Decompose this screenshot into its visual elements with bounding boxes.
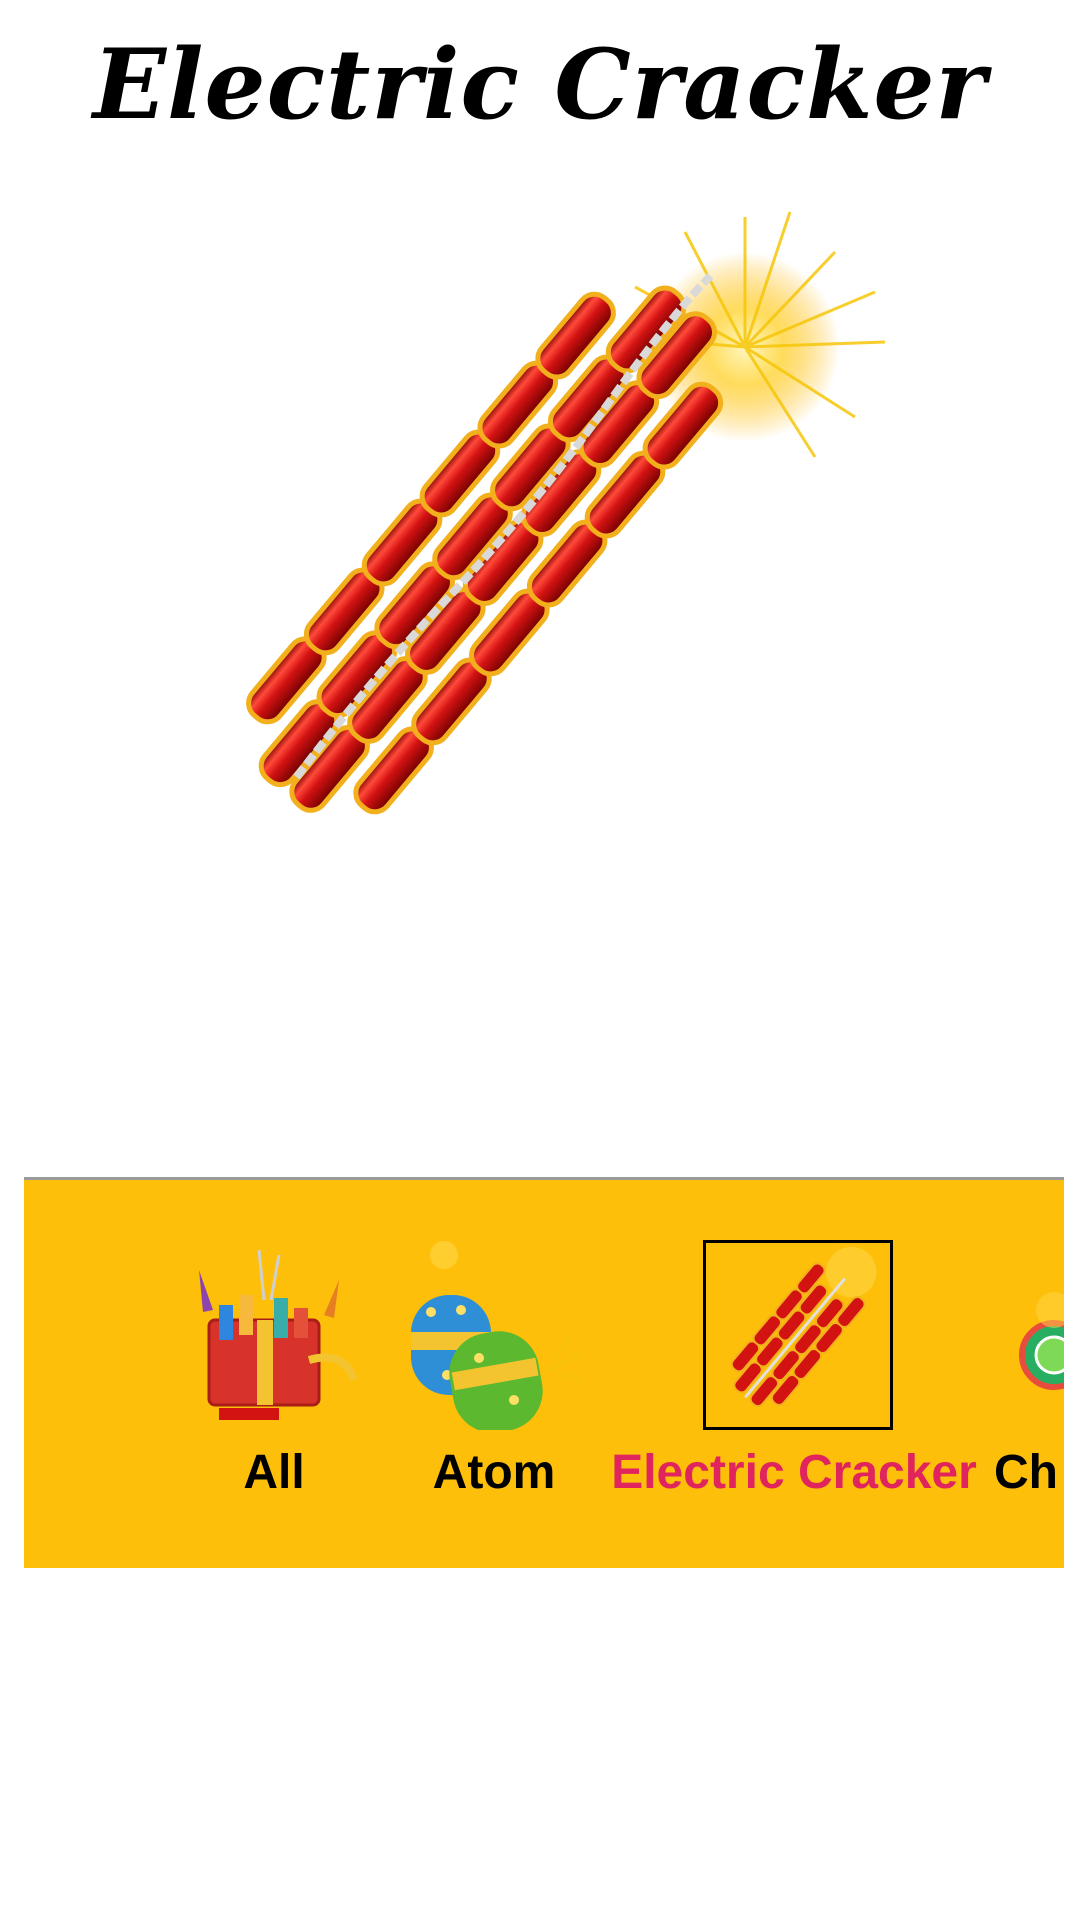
category-label: All: [243, 1446, 305, 1499]
chakri-icon: [1019, 1292, 1064, 1390]
category-all[interactable]: All: [154, 1240, 394, 1520]
gift-box-fireworks-icon: [199, 1249, 358, 1420]
electric-cracker-bundle-icon: [246, 211, 886, 815]
electric-cracker-icon: [730, 1246, 877, 1408]
selected-thumbnail-frame: [703, 1240, 893, 1430]
category-bar: All Atom: [24, 1177, 1064, 1568]
page-title: Electric Cracker: [92, 28, 988, 141]
category-ch[interactable]: Ch: [984, 1240, 1064, 1520]
category-atom[interactable]: Atom: [384, 1240, 604, 1520]
category-label: Ch: [994, 1446, 1058, 1499]
category-label: Atom: [432, 1446, 556, 1499]
category-label: Electric Cracker: [611, 1446, 977, 1499]
atom-bomb-icon: [411, 1241, 585, 1430]
category-electric-cracker[interactable]: Electric Cracker: [599, 1240, 989, 1520]
